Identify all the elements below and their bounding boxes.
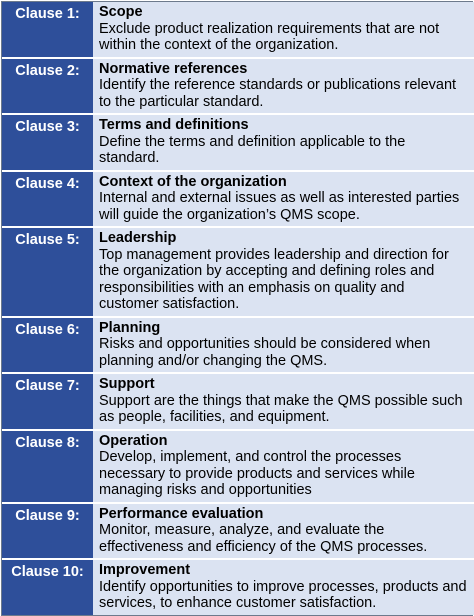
clause-description: Exclude product realization requirements… xyxy=(99,20,440,54)
clause-content: Planning Risks and opportunities should … xyxy=(93,317,474,374)
clause-description: Internal and external issues as well as … xyxy=(99,190,460,223)
clause-label: Clause 3: xyxy=(2,115,93,172)
clause-content: Leadership Top management provides leade… xyxy=(93,228,474,318)
clause-label: Clause 9: xyxy=(2,503,93,560)
clause-label: Clause 5: xyxy=(2,228,93,318)
clause-label: Clause 7: xyxy=(2,374,93,431)
clause-content: Improvement Identify opportunities to im… xyxy=(93,560,474,615)
clause-title: Performance evaluation xyxy=(99,505,264,522)
clause-title: Planning xyxy=(99,319,161,336)
clause-description: Monitor, measure, analyze, and evaluate … xyxy=(99,522,428,555)
clause-label: Clause 10: xyxy=(2,560,93,615)
clause-label: Clause 1: xyxy=(2,2,93,59)
clause-content: Scope Exclude product realization requir… xyxy=(93,2,474,59)
clause-content: Terms and definitions Define the terms a… xyxy=(93,115,474,172)
clause-content: Context of the organization Internal and… xyxy=(93,171,474,228)
clause-description: Define the terms and definition applicab… xyxy=(99,133,406,167)
clause-label: Clause 8: xyxy=(2,430,93,504)
clause-description: Develop, implement, and control the proc… xyxy=(99,449,415,498)
clause-content: Operation Develop, implement, and contro… xyxy=(93,430,474,504)
clause-title: Context of the organization xyxy=(99,173,287,190)
clause-title: Scope xyxy=(99,4,143,20)
clause-description: Support are the things that make the QMS… xyxy=(99,392,463,426)
clause-description: Identify opportunities to improve proces… xyxy=(99,578,467,612)
clause-label: Clause 6: xyxy=(2,317,93,374)
clause-title: Normative references xyxy=(99,60,248,77)
clause-title: Leadership xyxy=(99,230,177,246)
clause-title: Support xyxy=(99,376,155,392)
clause-content: Normative references Identify the refere… xyxy=(93,58,474,115)
clause-title: Terms and definitions xyxy=(99,117,249,133)
clause-title: Operation xyxy=(99,432,168,449)
clause-content: Support Support are the things that make… xyxy=(93,374,474,431)
clause-description: Risks and opportunities should be consid… xyxy=(99,336,431,369)
clause-title: Improvement xyxy=(99,562,191,578)
clause-label: Clause 2: xyxy=(2,58,93,115)
clause-description: Top management provides leadership and d… xyxy=(99,246,449,313)
clause-content: Performance evaluation Monitor, measure,… xyxy=(93,503,474,560)
clause-label: Clause 4: xyxy=(2,171,93,228)
clause-description: Identify the reference standards or publ… xyxy=(99,77,457,110)
